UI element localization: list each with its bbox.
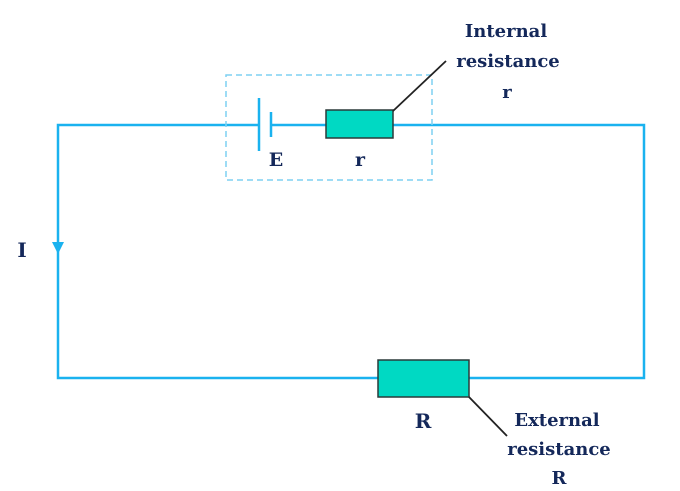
wire-left-top — [56, 123, 378, 380]
internal-callout-line-1: Internal — [465, 21, 548, 42]
internal-resistor — [325, 109, 394, 139]
current-label: I — [17, 238, 26, 262]
wire-right — [393, 123, 646, 380]
external-resistance-symbol: R — [415, 409, 432, 433]
external-resistor — [377, 359, 470, 398]
emf-label: E — [269, 149, 283, 171]
current-arrow-icon — [52, 242, 64, 254]
internal-leader-line — [392, 60, 447, 112]
external-leader-line — [468, 396, 508, 437]
source-boundary-box — [225, 74, 433, 181]
internal-callout-line-3: r — [502, 82, 512, 103]
circuit-wires — [56, 123, 646, 380]
internal-resistance-symbol: r — [355, 149, 366, 171]
cell-symbol — [257, 98, 273, 151]
external-callout-line-1: External — [514, 410, 599, 431]
external-callout-line-3: R — [552, 468, 568, 489]
external-callout-line-2: resistance — [507, 439, 611, 460]
internal-callout-line-2: resistance — [456, 51, 560, 72]
